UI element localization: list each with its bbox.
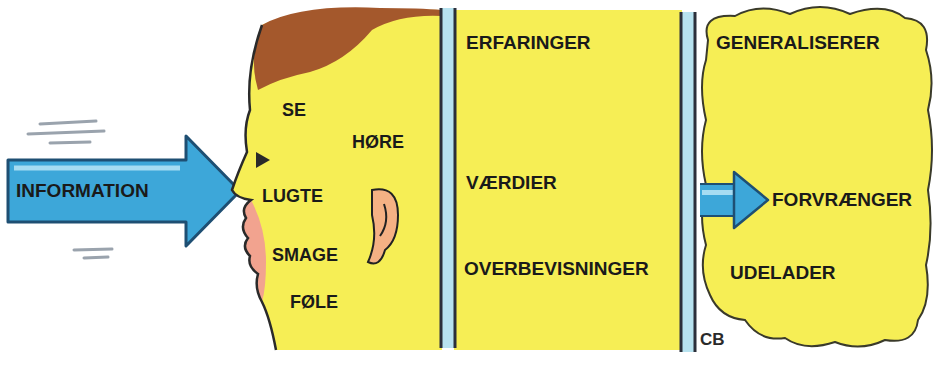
eye	[256, 152, 270, 168]
arrow-shaft-edge	[700, 183, 736, 217]
hair	[254, 7, 442, 90]
filter-line	[454, 8, 457, 348]
filter-bar	[680, 12, 696, 352]
filter-line	[440, 8, 443, 348]
sense-label: SE	[282, 100, 306, 121]
filter-label: OVERBEVISNINGER	[464, 258, 649, 280]
arrow-highlight	[702, 190, 736, 195]
sense-label: HØRE	[352, 132, 404, 153]
filter-line	[694, 12, 697, 352]
arrow-shaft	[700, 185, 736, 215]
sense-label: FØLE	[290, 292, 338, 313]
sense-label: SMAGE	[272, 245, 338, 266]
filter-panel: ERFARINGER VÆRDIER OVERBEVISNINGER	[438, 8, 700, 352]
result-cloud: GENERALISERER FORVRÆNGER UDELADER	[698, 6, 934, 354]
filter-line	[680, 12, 683, 352]
node-shape	[698, 6, 934, 354]
arrow-label: INFORMATION	[16, 180, 149, 202]
speed-line	[50, 142, 90, 143]
filter-label: ERFARINGER	[466, 32, 591, 54]
speed-line	[74, 249, 112, 250]
arrow-highlight	[14, 166, 180, 171]
filter-label: VÆRDIER	[466, 172, 557, 194]
arrow-body	[8, 136, 240, 246]
panel-ground	[454, 10, 682, 350]
result-label: FORVRÆNGER	[772, 189, 912, 211]
cloud	[702, 7, 932, 347]
result-label: GENERALISERER	[716, 32, 880, 54]
speed-line	[84, 257, 108, 258]
ear	[368, 189, 398, 263]
speed-line	[28, 131, 104, 134]
signature: CB	[700, 330, 725, 350]
filter-bar	[440, 8, 456, 348]
sense-label: LUGTE	[262, 186, 323, 207]
information-arrow: INFORMATION	[4, 130, 250, 252]
head-profile: SE HØRE LUGTE SMAGE FØLE	[228, 6, 442, 352]
ear-inner	[380, 204, 386, 236]
result-label: UDELADER	[730, 262, 836, 284]
speed-line	[40, 121, 96, 124]
